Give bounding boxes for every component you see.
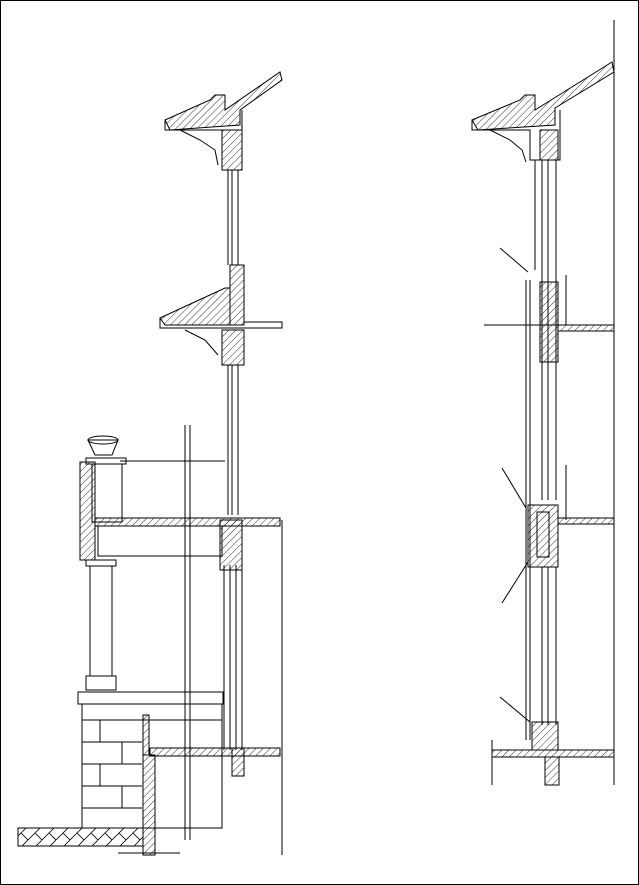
upper-cornice xyxy=(164,71,283,171)
balcony xyxy=(79,435,281,571)
middle-cornice xyxy=(159,264,283,366)
right-section xyxy=(471,20,615,786)
plinth-wall xyxy=(77,691,281,856)
ground-hatch xyxy=(17,827,144,847)
window-mullions xyxy=(223,170,243,750)
left-section xyxy=(17,71,283,856)
column xyxy=(85,559,117,691)
